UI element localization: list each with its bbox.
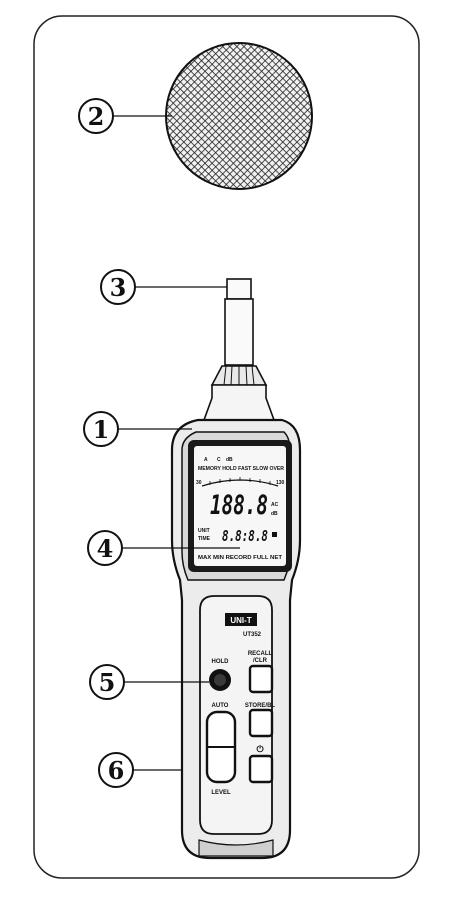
power-button[interactable] bbox=[248, 754, 274, 784]
recall-clear-button[interactable] bbox=[248, 664, 274, 694]
lcd-scale-min: 30 bbox=[196, 480, 202, 486]
store-label: STORE/BL bbox=[245, 703, 276, 709]
callout-5: 5 bbox=[89, 664, 209, 700]
callout-3: 3 bbox=[100, 269, 227, 305]
lcd-indicator-db: dB bbox=[226, 457, 233, 463]
brand-logo bbox=[225, 613, 257, 626]
callout-2: 2 bbox=[78, 98, 172, 134]
lcd-indicator-square bbox=[272, 532, 277, 537]
lcd-function-row: MAX MIN RECORD FULL NET bbox=[198, 555, 282, 561]
lcd-secondary-reading: 8.8:8.8 bbox=[222, 527, 268, 545]
microphone-grill bbox=[165, 42, 313, 190]
svg-text:2: 2 bbox=[88, 102, 105, 131]
callout-1: 1 bbox=[83, 411, 192, 447]
lcd-scale-ticks bbox=[209, 477, 271, 485]
lcd-screen bbox=[194, 446, 286, 566]
model-label: UT352 bbox=[243, 632, 262, 638]
auto-label: AUTO bbox=[212, 703, 229, 709]
svg-text:3: 3 bbox=[110, 273, 127, 302]
recall-label: RECALL bbox=[248, 651, 273, 657]
lcd-time-label: TIME bbox=[198, 536, 211, 542]
callout-4: 4 bbox=[87, 530, 240, 566]
brand-logo-text: UNI-T bbox=[230, 616, 251, 625]
recall-sub-label: /CLR bbox=[253, 658, 268, 664]
power-icon: ⏻ bbox=[256, 744, 264, 754]
callout-6: 6 bbox=[98, 752, 182, 788]
lcd-indicator-c: C bbox=[217, 457, 221, 463]
keypad-panel: UNI-T UT352 HOLD RECALL /CLR STORE/BL AU… bbox=[199, 595, 276, 835]
lcd-unit-ac: AC bbox=[271, 502, 279, 508]
lcd-status-row: MEMORY HOLD FAST SLOW OVER bbox=[198, 466, 284, 472]
lcd-scale-max: 130 bbox=[276, 480, 285, 486]
lcd-display: A C dB MEMORY HOLD FAST SLOW OVER 30 130… bbox=[188, 440, 292, 572]
store-backlight-button[interactable] bbox=[248, 708, 274, 738]
lcd-unit-db: dB bbox=[271, 511, 278, 517]
lcd-indicator-a: A bbox=[204, 457, 208, 463]
level-label: LEVEL bbox=[211, 790, 231, 796]
svg-text:4: 4 bbox=[97, 534, 114, 563]
lcd-main-reading: 188.8 bbox=[210, 490, 268, 521]
svg-text:6: 6 bbox=[108, 756, 125, 785]
svg-text:5: 5 bbox=[99, 668, 116, 697]
svg-text:1: 1 bbox=[93, 415, 110, 444]
lcd-unit-label: UNIT bbox=[198, 528, 210, 534]
hold-label: HOLD bbox=[212, 659, 230, 665]
sensor-probe bbox=[202, 278, 276, 421]
hold-button-center bbox=[214, 674, 226, 686]
